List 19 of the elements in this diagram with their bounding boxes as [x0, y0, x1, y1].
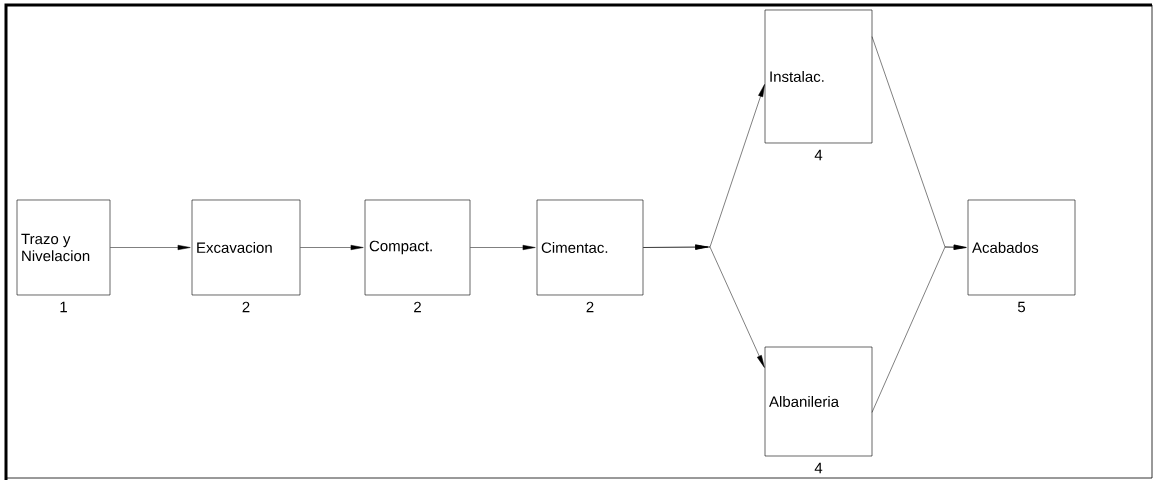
- duration-label: 4: [814, 462, 823, 474]
- arrow: [470, 245, 536, 250]
- duration-label: 2: [242, 301, 250, 313]
- activity-box: Cimentac.: [536, 199, 644, 296]
- activity-box: Acabados: [967, 199, 1076, 296]
- duration-label: 2: [414, 301, 421, 313]
- activity-box: Compact.: [364, 199, 471, 296]
- activity-box: Excavacion: [191, 199, 301, 296]
- duration-label: 2: [586, 301, 594, 313]
- arrow: [300, 245, 364, 250]
- duration-label: 5: [1017, 301, 1026, 313]
- arrow: [110, 245, 191, 250]
- activity-box: Instalac.: [764, 9, 873, 144]
- duration-label: 4: [814, 149, 823, 161]
- activity-box: Trazo y Nivelacion: [16, 199, 111, 296]
- arrow: [871, 244, 967, 413]
- duration-label: 1: [60, 301, 67, 313]
- arrow: [643, 244, 765, 368]
- activity-box: Albanileria: [764, 346, 873, 457]
